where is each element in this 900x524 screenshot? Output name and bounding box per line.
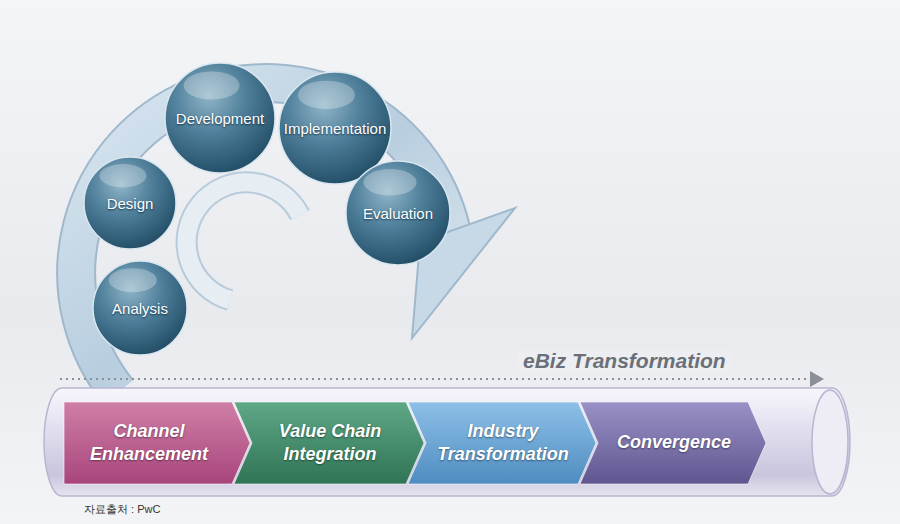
pipe-band <box>44 388 850 496</box>
chevron-shape <box>408 402 596 484</box>
sphere-label: Evaluation <box>363 205 433 222</box>
chevron-label: Value Chain Integration <box>258 420 402 467</box>
process-sphere: Design <box>83 156 177 250</box>
sphere-label: Development <box>176 110 264 127</box>
sphere-label: Implementation <box>284 120 387 137</box>
process-sphere: Evaluation <box>345 160 451 266</box>
chevron-label: Industry Transformation <box>432 420 574 467</box>
sphere-label: Analysis <box>112 300 168 317</box>
stage-chevron: Channel Enhancement <box>64 402 250 484</box>
stage-chevron: Value Chain Integration <box>234 402 424 484</box>
cycle-arrow <box>76 83 515 392</box>
chevron-shape <box>64 402 250 484</box>
flow-label: eBiz Transformation <box>520 349 729 373</box>
dotted-arrow <box>60 378 822 380</box>
process-sphere: Analysis <box>92 260 188 356</box>
stage-chevron: Industry Transformation <box>408 402 596 484</box>
chevron-shape <box>234 402 424 484</box>
source-note: 자료출처 : PwC <box>84 502 160 517</box>
sphere-label: Design <box>107 195 154 212</box>
chevron-label: Channel Enhancement <box>70 420 228 467</box>
chevron-label: Convergence <box>617 431 731 454</box>
stage-chevron: Convergence <box>580 402 766 484</box>
process-sphere: Development <box>164 62 276 174</box>
